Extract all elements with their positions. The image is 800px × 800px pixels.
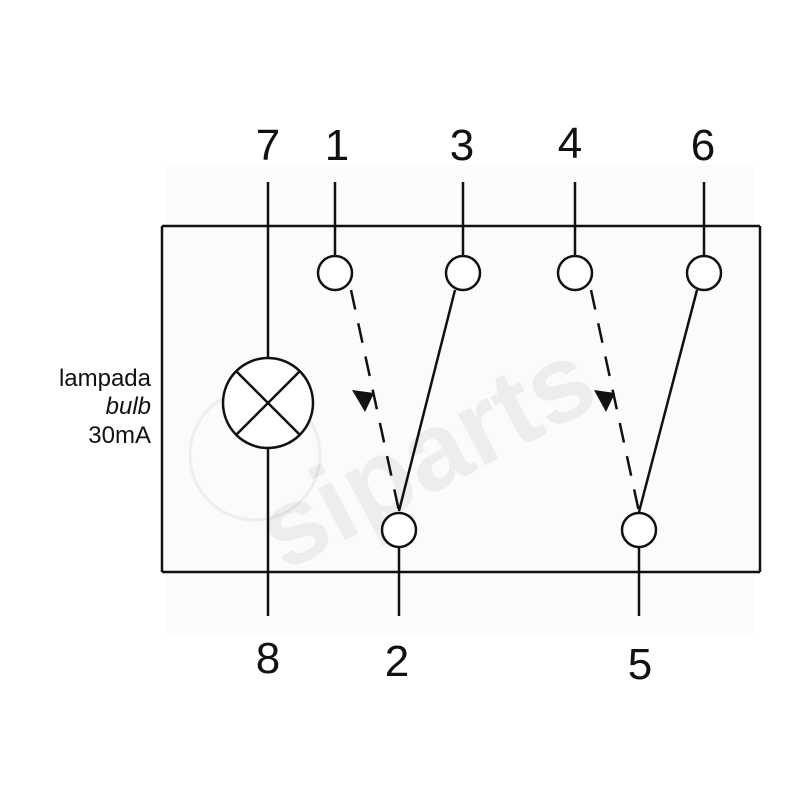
- pole-b-arrow-icon: [594, 390, 615, 412]
- bulb-icon: [221, 356, 315, 450]
- terminal-1: [316, 254, 354, 292]
- terminal-6: [685, 254, 723, 292]
- pin-labels: 7 1 3 4 6 8 2 5: [256, 119, 715, 689]
- terminal-3: [444, 254, 482, 292]
- pin-label-6: 6: [691, 121, 715, 170]
- pin-label-2: 2: [385, 637, 409, 686]
- bulb-label-rating: 30mA: [88, 422, 151, 449]
- pole-b-contact-arm: [637, 289, 699, 513]
- pin-label-1: 1: [325, 121, 349, 170]
- bulb-label-lampada: lampada: [59, 365, 152, 392]
- pole-a-contact-arm: [397, 289, 457, 512]
- pole-a-arrow-icon: [352, 390, 374, 412]
- terminal-2: [380, 511, 418, 549]
- switch-housing: [160, 224, 762, 574]
- bulb-label: lampada bulb 30mA: [59, 365, 152, 449]
- pin-label-8: 8: [256, 634, 280, 683]
- pin-label-4: 4: [558, 119, 582, 168]
- pole-b-alternate-arm: [589, 289, 641, 513]
- switch-pole-a: [316, 182, 482, 616]
- bulb-circuit: [221, 182, 315, 616]
- pin-label-3: 3: [450, 121, 474, 170]
- pole-a-alternate-arm: [349, 289, 401, 512]
- bulb-cross-b: [235, 370, 301, 436]
- terminal-5: [620, 511, 658, 549]
- bulb-label-bulb: bulb: [106, 393, 151, 420]
- switch-pole-b: [556, 182, 723, 616]
- pin-label-5: 5: [628, 640, 652, 689]
- pin-label-7: 7: [256, 121, 280, 170]
- watermark: siparts: [188, 316, 614, 594]
- terminal-4: [556, 254, 594, 292]
